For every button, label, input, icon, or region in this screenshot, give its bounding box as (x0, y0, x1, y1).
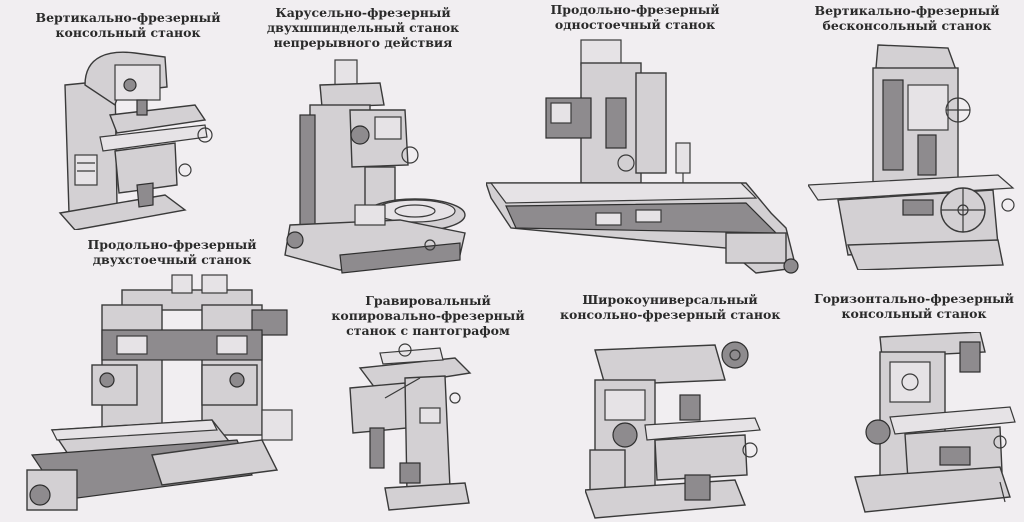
caption-planer-double: Продольно-фрезерный двухстоечный станок (87, 237, 257, 267)
caption-vertical-console: Вертикально-фрезерный консольный станок (35, 10, 221, 40)
vertical-consoleless-milling-machine-illustration (808, 40, 1018, 270)
wide-universal-milling-machine-illustration (585, 330, 770, 520)
vertical-console-milling-machine-illustration (55, 45, 215, 230)
engraving-pantograph-milling-machine-illustration (345, 338, 475, 514)
double-column-planer-milling-machine-illustration (22, 270, 300, 518)
horizontal-console-milling-machine-illustration (850, 332, 1018, 517)
carousel-milling-machine-illustration (280, 55, 470, 285)
caption-wide-universal: Широкоуниверсальный консольно-фрезерный … (560, 292, 781, 322)
caption-vertical-consoleless: Вертикально-фрезерный бесконсольный стан… (814, 3, 1000, 33)
caption-carousel: Карусельно-фрезерный двухшпиндельный ста… (266, 5, 460, 50)
caption-engraving: Гравировальный копировально-фрезерный ст… (331, 293, 525, 338)
single-column-planer-milling-machine-illustration (486, 38, 804, 288)
caption-planer-single: Продольно-фрезерный одностоечный станок (550, 2, 720, 32)
caption-horizontal-console: Горизонтально-фрезерный консольный стано… (814, 291, 1014, 321)
